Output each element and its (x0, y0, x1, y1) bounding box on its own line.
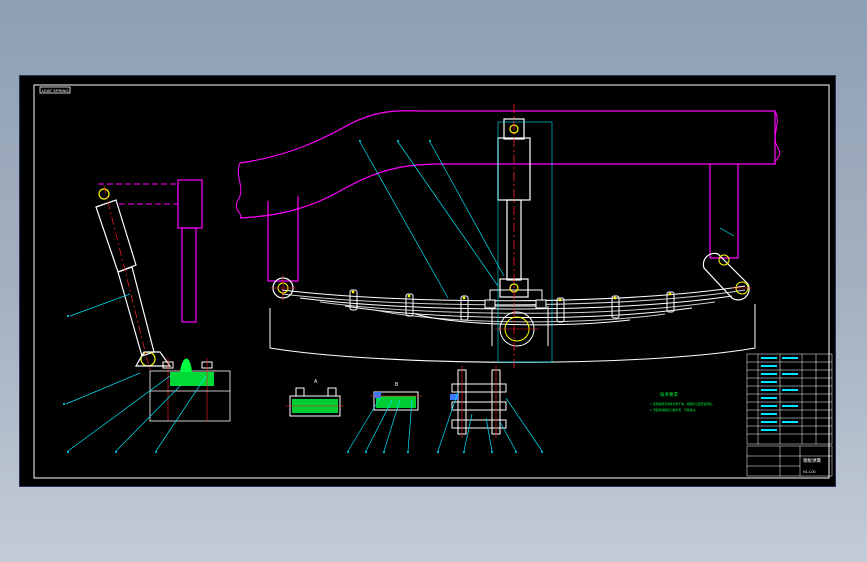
drawing-canvas: LEAF SPRING (33, 84, 833, 479)
technical-notes: 技术要求 1. 装配前所有零件清洗干净，按图示位置安装到位。 2. 紧固件按规定… (650, 391, 715, 412)
shock-absorber-side (95, 188, 172, 367)
drawing-border (33, 84, 830, 479)
u-bolt-block (484, 289, 547, 309)
title-block-name: 钢板弹簧 (803, 457, 821, 464)
spring-clip-bolts (351, 290, 672, 302)
notes-heading: 技术要求 (660, 391, 678, 398)
leaf-spring (281, 285, 746, 326)
frame-rail (235, 110, 781, 282)
detail-section-a: A (286, 379, 344, 417)
detail-section-b: B (370, 382, 422, 411)
balloon-ticks (63, 140, 543, 453)
detail-a-label: A (314, 379, 318, 385)
spring-shackle-rear (702, 252, 752, 301)
title-tag-box (39, 86, 71, 94)
side-bracket (98, 183, 179, 205)
axle-housing (269, 304, 756, 363)
side-bracket-arm (177, 179, 203, 323)
spring-clips (349, 289, 675, 323)
side-shock-centerline (103, 185, 151, 372)
title-tag-text: LEAF SPRING (42, 88, 68, 93)
spring-eye-front (270, 275, 296, 301)
parts-list-text-marks (761, 357, 798, 431)
parts-list (746, 353, 833, 445)
notes-line-1: 1. 装配前所有零件清洗干净，按图示位置安装到位。 (650, 402, 715, 406)
detail-u-bolt (450, 369, 507, 435)
detail-lower-mount (149, 358, 231, 422)
shock-envelope (497, 121, 553, 363)
leader-lines (65, 141, 735, 452)
notes-line-2: 2. 紧固件按规定力矩拧紧，不得松动。 (650, 408, 698, 412)
detail-b-label: B (395, 382, 399, 388)
cad-viewport[interactable]: LEAF SPRING (20, 76, 835, 486)
title-block-drawing-no: HJ-1-00 (803, 470, 816, 474)
title-block (746, 445, 833, 477)
